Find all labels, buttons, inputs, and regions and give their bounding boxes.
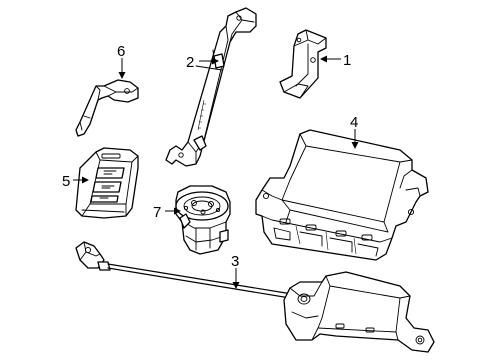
callout-2-label: 2	[186, 54, 194, 71]
callout-1: 1	[320, 52, 351, 69]
control-module-icon	[255, 129, 429, 261]
callout-5: 5	[62, 173, 89, 190]
ignition-switch-icon	[175, 185, 231, 255]
callout-2: 2	[186, 54, 219, 71]
emergency-key-blade-icon	[75, 79, 139, 137]
callout-6: 6	[117, 43, 126, 79]
key-fob-transmitter-icon	[75, 147, 139, 219]
callout-7-label: 7	[153, 204, 161, 221]
bracket-icon	[279, 29, 327, 99]
callout-3: 3	[231, 253, 240, 289]
callout-1-label: 1	[343, 52, 351, 69]
callout-7: 7	[153, 204, 181, 221]
antenna-cable-module-icon	[75, 241, 435, 353]
callout-4: 4	[350, 114, 359, 149]
antenna-bar-icon	[165, 7, 257, 167]
callout-6-label: 6	[117, 43, 125, 60]
callout-5-label: 5	[62, 173, 70, 190]
callout-3-label: 3	[231, 253, 239, 270]
callout-4-label: 4	[350, 114, 358, 131]
